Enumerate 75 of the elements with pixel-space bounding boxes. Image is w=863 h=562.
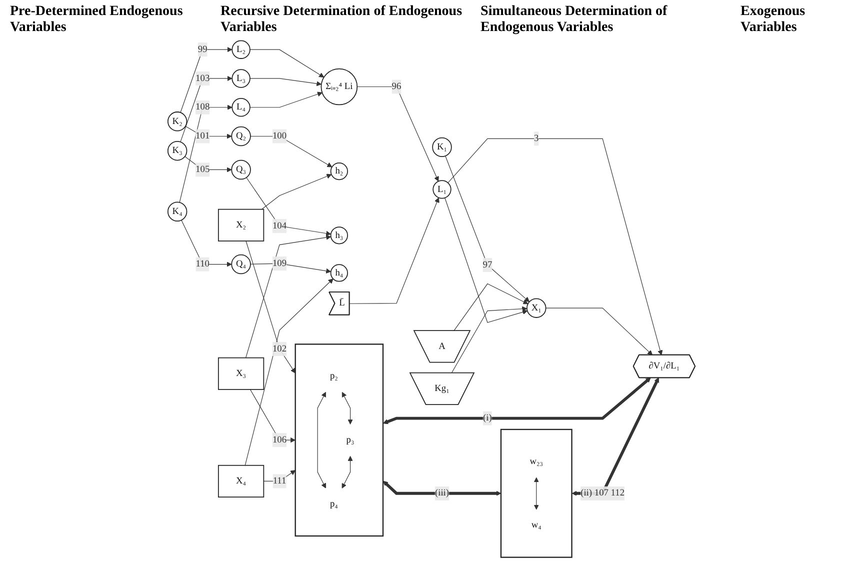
edge-label: 110 [196, 259, 210, 269]
node-circle: K₃ [167, 140, 188, 161]
arrow [534, 477, 539, 510]
arrow [245, 234, 332, 358]
edge-label: 99 [198, 44, 208, 54]
edge-label: 108 [196, 102, 210, 112]
arrow [261, 174, 332, 210]
node-text: w₄ [531, 520, 542, 530]
node-circle: Σᵢ₌₂⁴ Li [320, 68, 358, 106]
edge-label: 3 [534, 133, 539, 144]
edge-label: 105 [196, 164, 210, 174]
arrow [454, 283, 528, 332]
node-circle: K₁ [432, 137, 452, 158]
arrow [250, 389, 296, 443]
node-circle: L₁ [432, 180, 452, 199]
arrow [445, 156, 530, 302]
edge-label: 101 [196, 130, 210, 141]
node-circle: L₂ [232, 40, 250, 59]
node-box: X₄ [218, 464, 264, 498]
edge-label: 111 [272, 476, 286, 486]
edge-label: (i) [483, 413, 492, 423]
arrow [317, 392, 326, 488]
node-circle: Q₂ [231, 126, 251, 146]
node-circle: L₄ [232, 98, 250, 117]
node-circle: Q₄ [231, 254, 251, 274]
node-circle: Q₃ [231, 160, 251, 180]
edge-label: 97 [482, 260, 492, 270]
arrow [451, 306, 528, 374]
node-text: p₃ [346, 434, 354, 445]
cluster [500, 428, 572, 558]
node-circle: K₄ [167, 202, 188, 222]
node-circle: h₂ [330, 162, 348, 180]
arrow [246, 240, 296, 374]
arrow [383, 377, 651, 424]
arrow [250, 78, 322, 86]
arrow [382, 480, 502, 496]
arrow [356, 86, 439, 182]
cluster [294, 344, 384, 537]
arrow [349, 197, 440, 304]
arrow [180, 47, 232, 113]
edge-label: 109 [272, 258, 287, 268]
arrow [250, 263, 332, 274]
arrow [342, 392, 353, 424]
node-circle: h₃ [330, 226, 348, 244]
arrow [444, 198, 528, 323]
edge-label: 100 [272, 130, 287, 141]
arrow [250, 136, 332, 168]
arrow [250, 49, 324, 78]
section-heading: Pre-Determined Endogenous Variables [10, 4, 184, 36]
node-text: w₂₃ [530, 456, 544, 466]
node-circle: K₂ [167, 112, 188, 132]
edge-label: (ii) 107 112 [580, 488, 625, 498]
section-heading: Simultaneous Determination of Endogenous Variables [480, 4, 668, 36]
arrow [246, 177, 332, 236]
node-box: X₃ [218, 357, 264, 390]
arrow [244, 278, 334, 466]
node-text: p₂ [330, 370, 338, 381]
section-heading: Recursive Determination of Endogenous Variables [220, 4, 464, 36]
node-text: p₄ [330, 498, 338, 509]
arrow [250, 92, 322, 108]
node-box: X₂ [218, 208, 264, 242]
node-circle: h₄ [330, 264, 348, 282]
node-circle: L₃ [232, 69, 250, 88]
edge-label: 106 [272, 434, 287, 445]
edge-label: (iii) [434, 488, 450, 498]
section-heading: Exogenous Variables [740, 4, 806, 36]
edge-label: 96 [392, 81, 402, 92]
arrow [181, 220, 232, 267]
arrow [342, 456, 353, 488]
edge-label: 104 [272, 220, 287, 231]
edge-label: 103 [196, 73, 210, 84]
edge-label: 102 [272, 344, 287, 354]
arrow [546, 308, 653, 356]
node-circle: X₁ [526, 298, 546, 318]
arrow [448, 138, 663, 356]
